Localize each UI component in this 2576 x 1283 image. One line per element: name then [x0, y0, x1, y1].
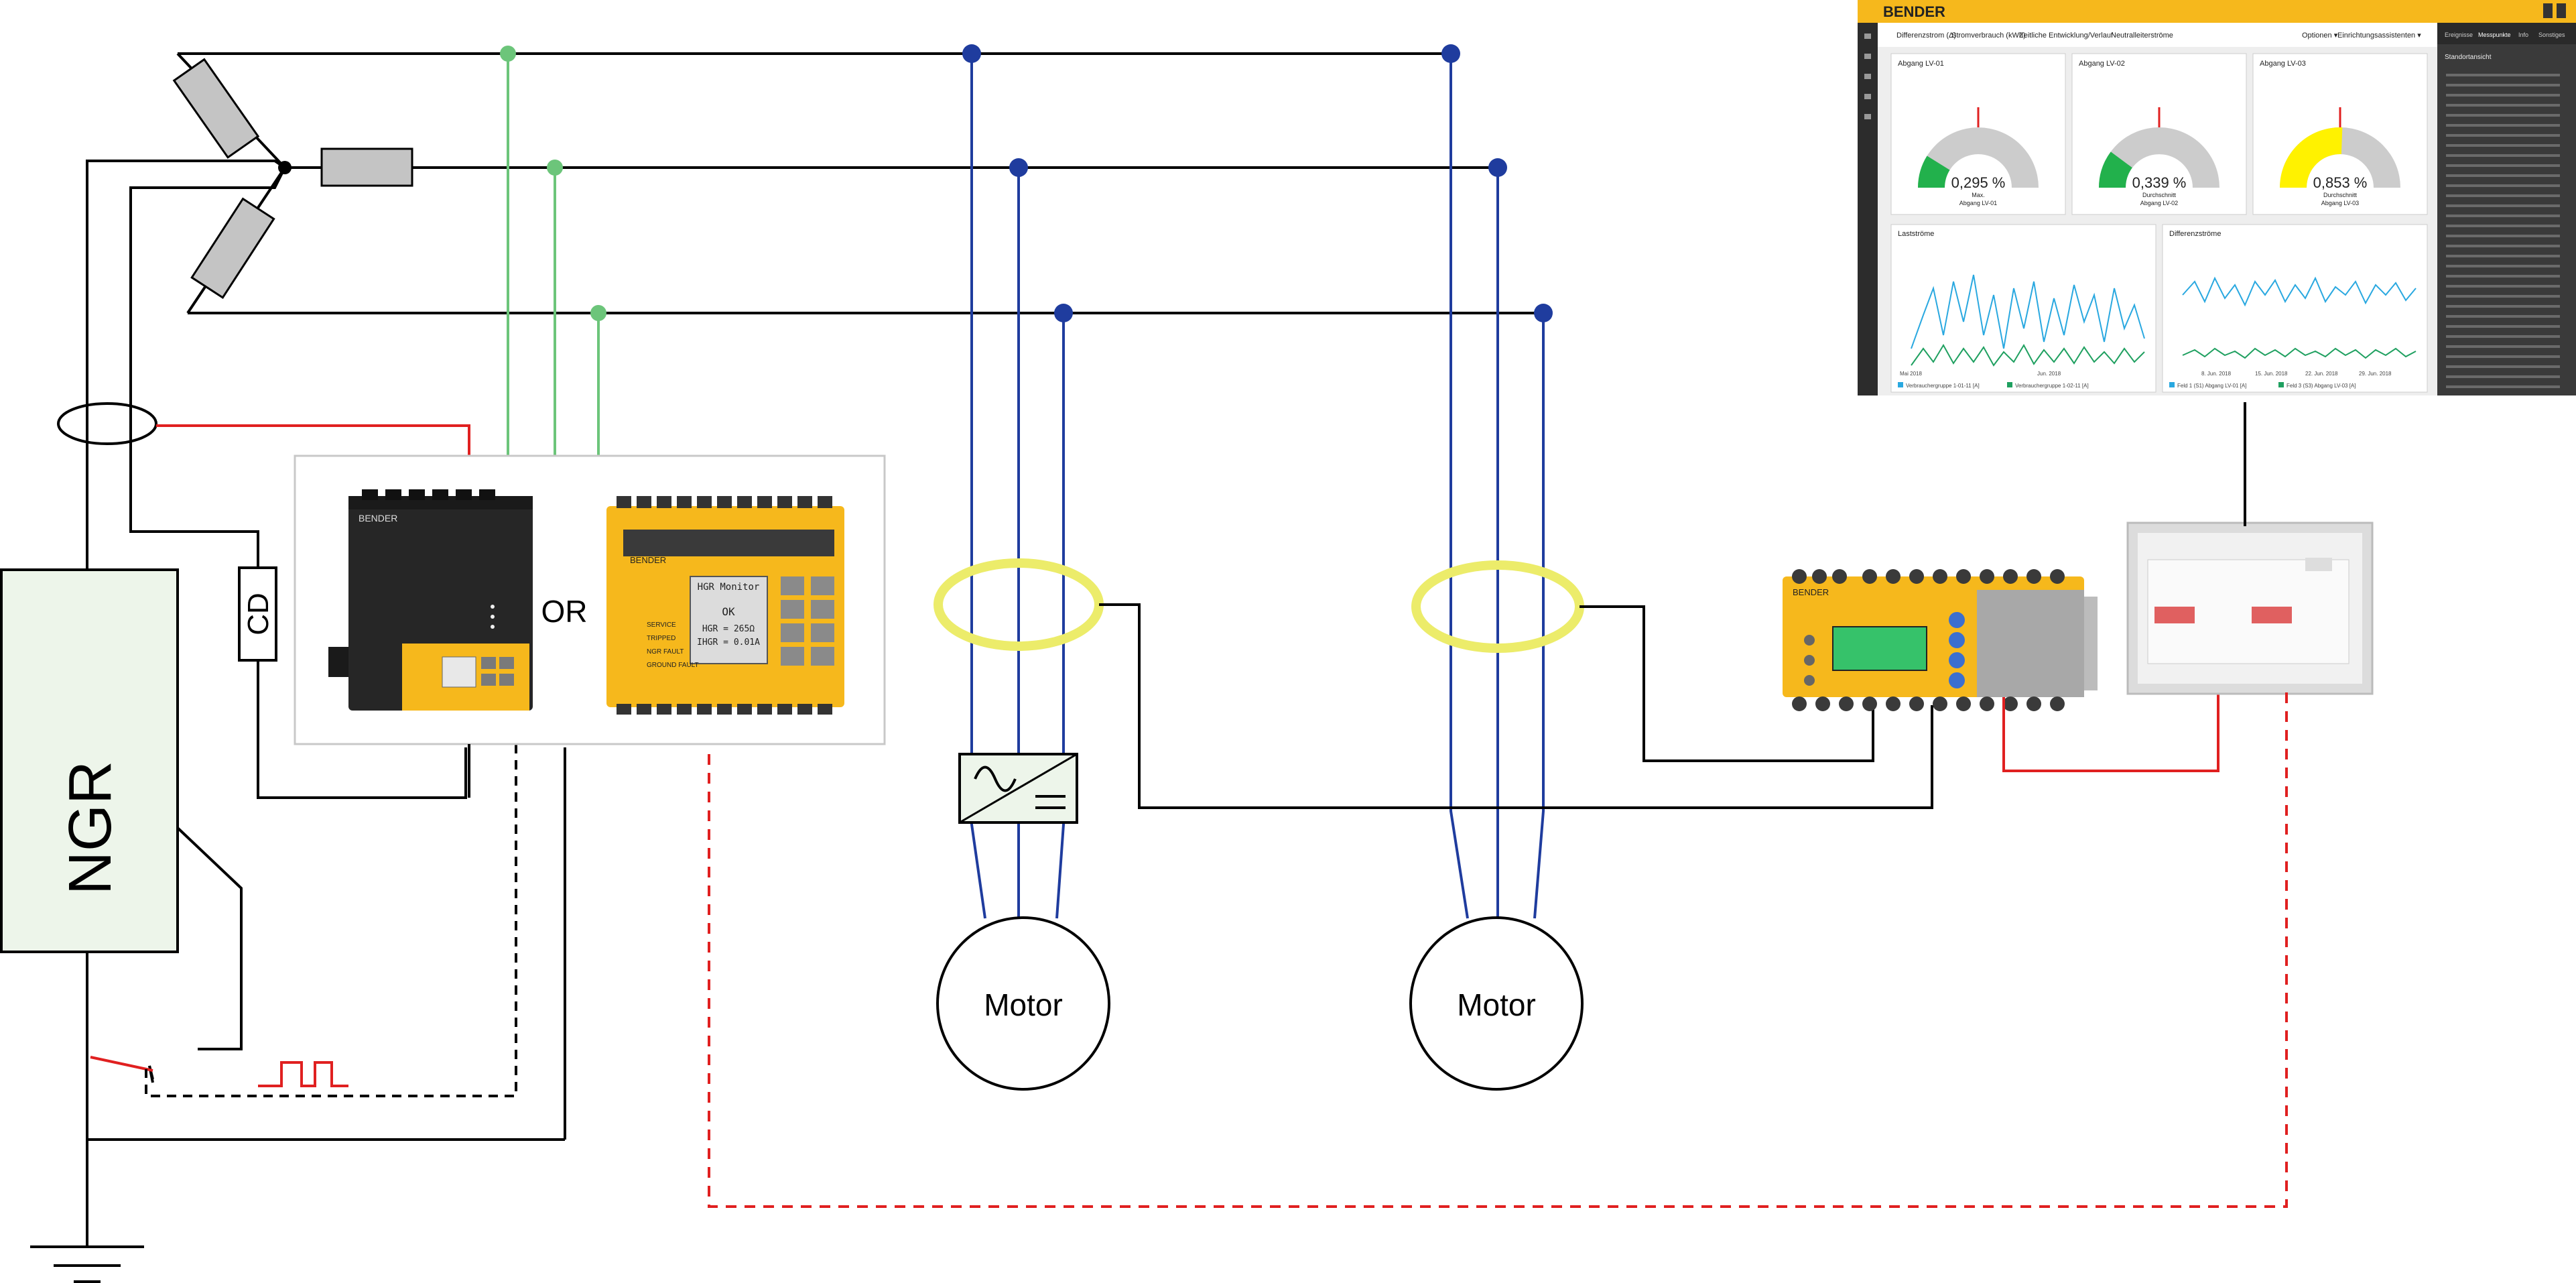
- chart-2-title: Differenzströme: [2169, 230, 2221, 238]
- gauge-1-value: 0,295 %: [1951, 174, 2006, 191]
- ct1-lead: [1099, 603, 1933, 809]
- gauge-3-caption: Durchschnitt: [2323, 192, 2358, 198]
- gauge-1-fill: [1918, 156, 1950, 188]
- chart-2-series-blue: [2182, 276, 2417, 307]
- motor-1: [936, 916, 1110, 1091]
- dashboard: BENDER Differenzstrom (Δ) Stromverbrauch…: [1858, 0, 2576, 395]
- hrg-screen-status: OK: [722, 605, 735, 618]
- yellow-device-brand: BENDER: [630, 555, 666, 565]
- chart-card-1: Lastströme Mai 2018 Jun. 2018 Verbrauche…: [1890, 224, 2156, 393]
- chart-1-xtick-0: Mai 2018: [1900, 371, 1922, 377]
- side-tab-0[interactable]: Ereignisse: [2445, 32, 2473, 38]
- ngr-resistor: [0, 568, 179, 953]
- green-voltage-taps: [507, 54, 600, 456]
- hrg-screen-line2: IHGR = 0.01A: [697, 637, 760, 648]
- hrg-label-3: GROUND FAULT: [647, 662, 699, 669]
- hrg-label-0: SERVICE: [647, 621, 676, 629]
- gauge-card-2: Abgang LV-02 0,339 % Durchschnitt Abgang…: [2071, 53, 2247, 215]
- gauge-1-caption2: Abgang LV-01: [1959, 200, 1997, 206]
- cd-box: [238, 566, 277, 662]
- dash-tab-0[interactable]: Differenzstrom (Δ): [1896, 32, 1956, 40]
- cd-label: CD: [242, 593, 275, 635]
- green-tap-nodes: [500, 46, 606, 321]
- ct2-lead: [1580, 605, 1874, 762]
- gauge-card-3: Abgang LV-03 0,853 % Durchschnitt Abgang…: [2252, 53, 2428, 215]
- monitor-device-yellow: BENDER HGR Monitor OK HGR = 265Ω IHGR = …: [606, 496, 844, 715]
- hrg-screen-line1: HGR = 265Ω: [702, 624, 755, 634]
- winding-2: [320, 147, 413, 187]
- gauge-card-1: Abgang LV-01 0,295 % Max. Abgang LV-01: [1890, 53, 2066, 215]
- ground-symbol: [30, 1245, 144, 1283]
- chart-2-legend-0: Feld 1 (S1) Abgang LV-01 [A]: [2177, 383, 2246, 389]
- gateway-device: [2126, 402, 2374, 695]
- chart-2-xtick-3: 29. Jun. 2018: [2359, 371, 2392, 377]
- ngr-label: NGR: [57, 761, 124, 895]
- neutral-ct-red-lead: [156, 424, 470, 456]
- hrg-label-1: TRIPPED: [647, 635, 675, 642]
- chart-2-xtick-0: 8. Jun. 2018: [2201, 371, 2232, 377]
- pulse-symbol: [258, 1061, 348, 1087]
- comm-line: [708, 687, 2288, 1208]
- motor-1-label: Motor: [984, 987, 1063, 1022]
- chart-1-legend-0: Verbrauchergruppe 1-01-11 [A]: [1906, 383, 1980, 389]
- motor-2-label: Motor: [1457, 987, 1536, 1022]
- gauge-3-value: 0,853 %: [2313, 174, 2368, 191]
- gauge-2-caption2: Abgang LV-02: [2140, 200, 2178, 206]
- rcm-device: BENDER: [1783, 569, 2098, 711]
- black-device-brand: BENDER: [359, 513, 397, 524]
- monitor-device-black: BENDER: [328, 489, 533, 711]
- winding-1: [172, 58, 260, 159]
- chart-2-xtick-1: 15. Jun. 2018: [2255, 371, 2288, 377]
- dash-tab-3[interactable]: Neutralleiterströme: [2111, 32, 2173, 40]
- chart-2-legend-1: Feld 3 (S3) Abgang LV-03 [A]: [2287, 383, 2356, 389]
- gauge-3-fill: [2280, 127, 2343, 188]
- side-title: Standortansicht: [2445, 54, 2492, 61]
- side-tab-1[interactable]: Messpunkte: [2478, 32, 2511, 38]
- chart-1-legend-1: Verbrauchergruppe 1-02-11 [A]: [2015, 383, 2089, 389]
- chart-2-series-green: [2182, 347, 2417, 359]
- gauge-2-caption: Durchschnitt: [2142, 192, 2177, 198]
- dash-wizard[interactable]: Einrichtungsassistenten ▾: [2337, 32, 2421, 40]
- winding-3: [190, 197, 275, 300]
- chart-1-xtick-1: Jun. 2018: [2037, 371, 2061, 377]
- dash-tab-2[interactable]: Zeitliche Entwicklung/Verlauf: [2019, 32, 2114, 40]
- gauge-2-fill: [2099, 151, 2132, 188]
- vfd-symbol: [958, 753, 1078, 824]
- or-label: OR: [541, 594, 588, 629]
- gauge-3-caption2: Abgang LV-03: [2321, 200, 2359, 206]
- blue-tap-nodes: [962, 44, 1553, 322]
- chart-1-series-green: [1911, 343, 2145, 367]
- chart-1-series-blue: [1911, 274, 2145, 349]
- rcm-device-brand: BENDER: [1793, 587, 1829, 597]
- transformer-wye: [172, 52, 413, 314]
- motor-2: [1409, 916, 1584, 1091]
- dash-tab-1[interactable]: Stromverbrauch (kWh): [1951, 32, 2026, 40]
- dash-options[interactable]: Optionen ▾: [2302, 32, 2338, 40]
- rcm-red-link: [2002, 687, 2219, 772]
- gauge-3-title: Abgang LV-03: [2260, 60, 2306, 68]
- side-tab-2[interactable]: Info: [2518, 32, 2528, 38]
- hrg-label-2: NGR FAULT: [647, 648, 684, 656]
- gauge-2-title: Abgang LV-02: [2079, 60, 2125, 68]
- gauge-1-title: Abgang LV-01: [1898, 60, 1944, 68]
- busbars: [178, 52, 1543, 314]
- hrg-screen-title: HGR Monitor: [698, 582, 760, 593]
- side-list: [2446, 74, 2560, 388]
- gauge-1-caption: Max.: [1972, 192, 1985, 198]
- neutral-ct: [57, 402, 157, 445]
- chart-2-xtick-2: 22. Jun. 2018: [2305, 371, 2338, 377]
- dashed-control-line: [145, 744, 517, 1097]
- blue-feeders: [970, 54, 1545, 919]
- chart-card-2: Differenzströme 8. Jun. 2018 15. Jun. 20…: [2162, 224, 2428, 393]
- neutral-wiring: [86, 160, 566, 1247]
- dashboard-brand: BENDER: [1883, 3, 1945, 20]
- side-tab-3[interactable]: Sonstiges: [2538, 32, 2565, 38]
- neutral-switch: [90, 1056, 153, 1072]
- gauge-2-value: 0,339 %: [2132, 174, 2187, 191]
- chart-1-title: Lastströme: [1898, 230, 1934, 238]
